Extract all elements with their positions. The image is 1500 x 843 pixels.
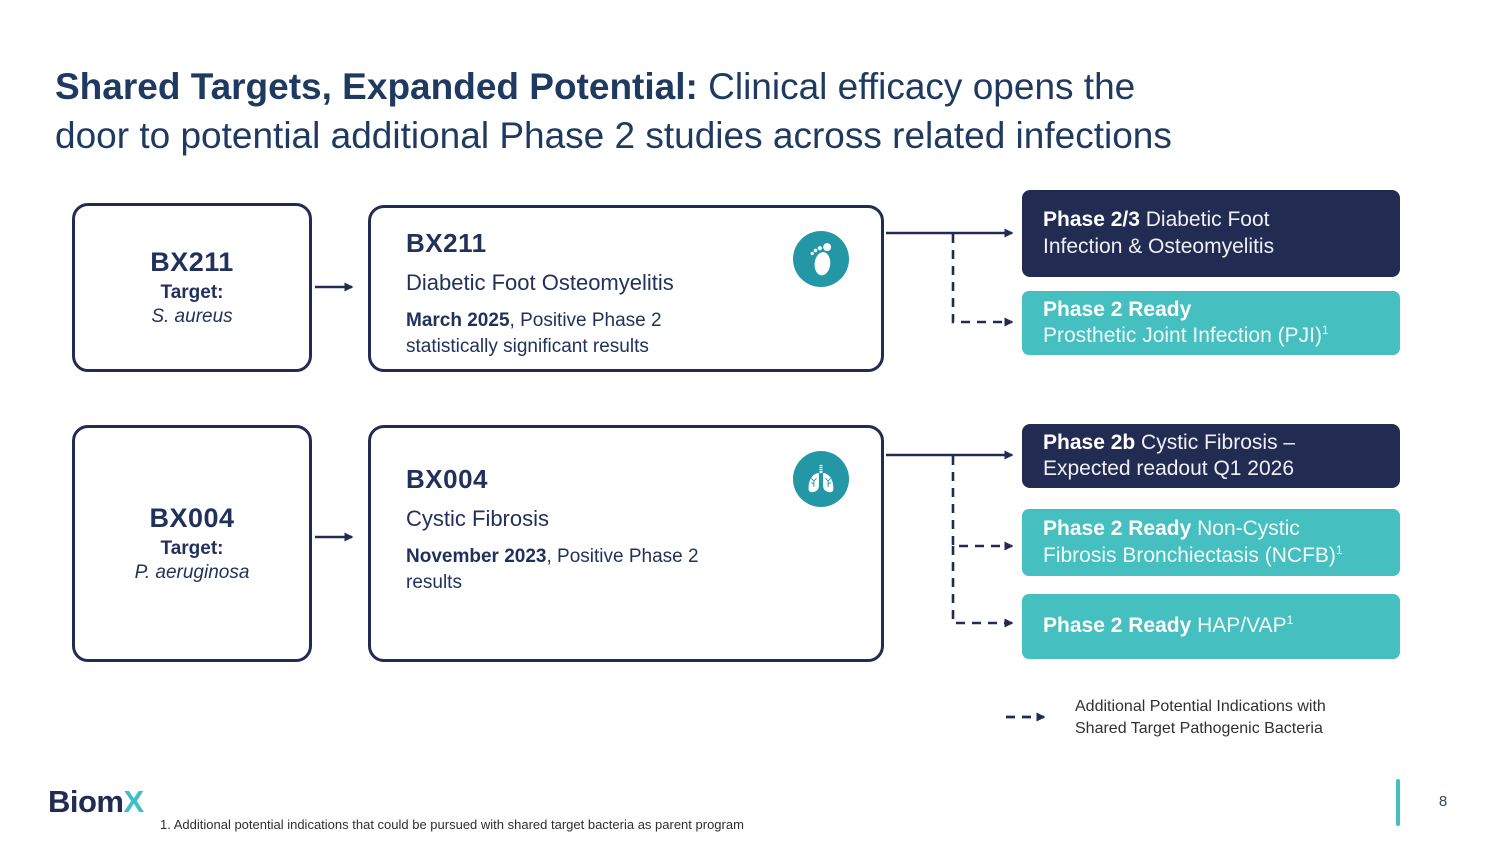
bx004-target-box: BX004 Target: P. aeruginosa: [72, 425, 312, 662]
bx004-result-text: , Positive Phase 2: [546, 546, 699, 567]
outcome-phase2b-cystic-fibrosis: Phase 2b Cystic Fibrosis – Expected read…: [1022, 424, 1400, 488]
bx004-result-date: November 2023: [406, 546, 547, 567]
outcome-phase-label: Phase 2 Ready: [1043, 614, 1192, 638]
footnote-ref: 1: [1321, 323, 1329, 337]
legend-line2: Shared Target Pathogenic Bacteria: [1075, 720, 1323, 737]
footnote: 1. Additional potential indications that…: [160, 817, 744, 832]
bx211-target-name: BX211: [150, 247, 234, 277]
page-title: Shared Targets, Expanded Potential: Clin…: [55, 62, 1455, 160]
footnote-ref: 1: [1335, 542, 1343, 557]
biomx-logo: BiomX: [48, 784, 144, 820]
lungs-icon: [793, 451, 849, 507]
logo-biom: Biom: [48, 784, 124, 819]
outcome-text: Diabetic Foot: [1139, 208, 1270, 231]
outcome-phase-label: Phase 2 Ready: [1043, 297, 1192, 321]
outcome-phase2ready-hapvap: Phase 2 Ready HAP/VAP1: [1022, 594, 1400, 659]
bx211-target-box: BX211 Target: S. aureus: [72, 203, 312, 372]
outcome-phase2ready-pji: Phase 2 Ready Prosthetic Joint Infection…: [1022, 291, 1400, 355]
title-rest-line1: Clinical efficacy opens the: [697, 66, 1136, 107]
logo-x: X: [123, 784, 145, 819]
outcome-text: Cystic Fibrosis –: [1135, 430, 1296, 454]
footprint-icon: [793, 231, 849, 287]
outcome-phase2ready-ncfb: Phase 2 Ready Non-Cystic Fibrosis Bronch…: [1022, 509, 1400, 576]
bx211-result-text: , Positive Phase 2: [509, 310, 662, 331]
outcome-text-line2: Prosthetic Joint Infection (PJI): [1043, 324, 1322, 347]
bx211-target-label: Target:: [160, 282, 224, 303]
footer-divider: [1396, 779, 1400, 826]
outcome-text-line2: Infection & Osteomyelitis: [1043, 234, 1275, 258]
outcome-text-line2: Fibrosis Bronchiectasis (NCFB): [1043, 543, 1336, 567]
page-number: 8: [1438, 793, 1448, 810]
legend-line1: Additional Potential Indications with: [1075, 698, 1326, 715]
title-bold: Shared Targets, Expanded Potential:: [55, 66, 698, 107]
outcome-phase-label: Phase 2 Ready: [1043, 517, 1192, 540]
bx004-result-line2: results: [406, 572, 462, 593]
bx004-indication: Cystic Fibrosis: [406, 506, 550, 531]
outcome-text: Non-Cystic: [1191, 517, 1300, 540]
footnote-ref: 1: [1286, 613, 1294, 628]
legend: Additional Potential Indications with Sh…: [1075, 696, 1415, 740]
bx004-result: November 2023, Positive Phase 2 results: [406, 544, 846, 596]
outcome-phase-label: Phase 2b: [1043, 430, 1136, 454]
bx211-result-date: March 2025: [406, 310, 510, 331]
outcome-text: HAP/VAP: [1191, 614, 1287, 638]
outcome-text-line2: Expected readout Q1 2026: [1043, 457, 1295, 480]
bx211-result-line2: statistically significant results: [406, 336, 649, 357]
bx211-result: March 2025, Positive Phase 2 statistical…: [406, 308, 846, 360]
bx004-study-name: BX004: [406, 464, 488, 494]
outcome-phase23-diabetic-foot: Phase 2/3 Diabetic Foot Infection & Oste…: [1022, 190, 1400, 277]
dashed-arrow-bx004-to-ncfb: [951, 456, 1014, 551]
outcome-phase-label: Phase 2/3: [1043, 208, 1140, 231]
title-line2: door to potential additional Phase 2 stu…: [55, 115, 1172, 156]
bx211-indication: Diabetic Foot Osteomyelitis: [406, 270, 674, 295]
bx004-target-name: BX004: [149, 503, 235, 533]
dashed-arrow-bx004-to-hapvap: [951, 546, 1014, 628]
bx004-target-label: Target:: [160, 538, 224, 559]
dashed-arrow-bx211-to-pji: [951, 234, 1014, 327]
bx004-target-species: P. aeruginosa: [134, 562, 250, 583]
bx211-study-box: BX211 Diabetic Foot Osteomyelitis March …: [368, 205, 884, 372]
bx211-target-species: S. aureus: [151, 306, 233, 327]
bx211-study-name: BX211: [406, 228, 487, 258]
